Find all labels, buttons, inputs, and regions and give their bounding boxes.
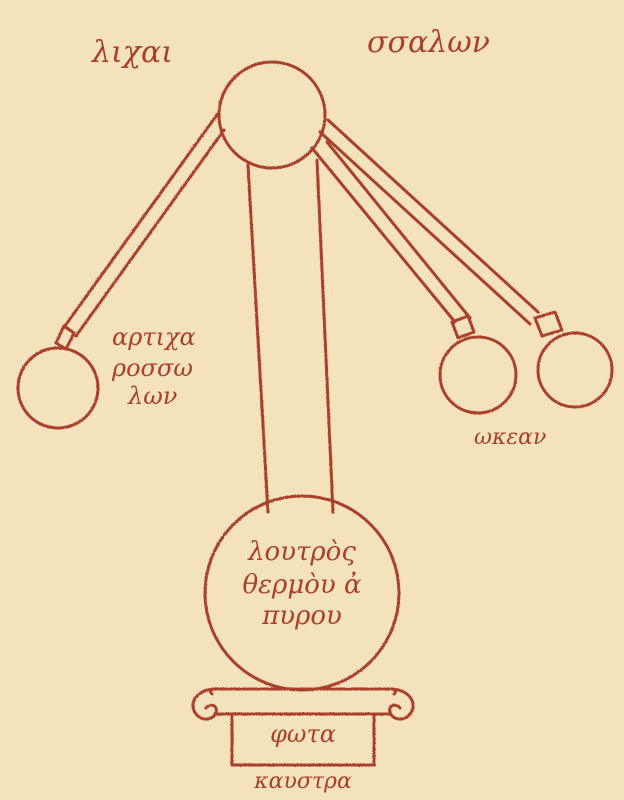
- left-arm: [16, 110, 226, 430]
- label-top-right: σσαλων: [367, 25, 490, 60]
- pillar-right-line: [315, 158, 335, 514]
- label-left-line-1: αρτιχα: [112, 323, 196, 351]
- label-left-line-2: ροσσω: [111, 354, 193, 382]
- label-base-inner: φωτα: [270, 720, 336, 748]
- label-right-lower: ωκεαν: [474, 425, 546, 450]
- label-center-line-1: λουτρὸς: [247, 537, 356, 567]
- right-arm-inner: [310, 140, 518, 415]
- label-left-line-3: λων: [127, 382, 177, 410]
- label-base-bottom: καυστρα: [253, 769, 352, 794]
- label-center-line-2: θερμὸυ ἀ: [242, 570, 362, 600]
- label-center-line-3: πυρου: [261, 601, 342, 631]
- right-arm-outer: [318, 118, 614, 409]
- label-top-left: λιχαι: [91, 35, 173, 70]
- top-globe: [217, 60, 327, 170]
- pillar-left-line: [246, 163, 270, 514]
- furnace-base: [191, 687, 415, 767]
